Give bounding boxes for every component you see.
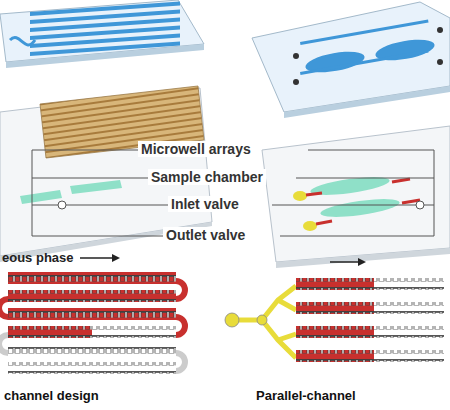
design-title: Parallel-channel [256,388,356,403]
part-label: Microwell arrays [138,141,254,157]
part-label: Sample chamber [148,169,266,185]
phase-label: eous phase [2,250,74,265]
design-title: channel design [4,388,99,403]
part-label: Outlet valve [163,227,248,243]
part-label: Inlet valve [168,196,242,212]
